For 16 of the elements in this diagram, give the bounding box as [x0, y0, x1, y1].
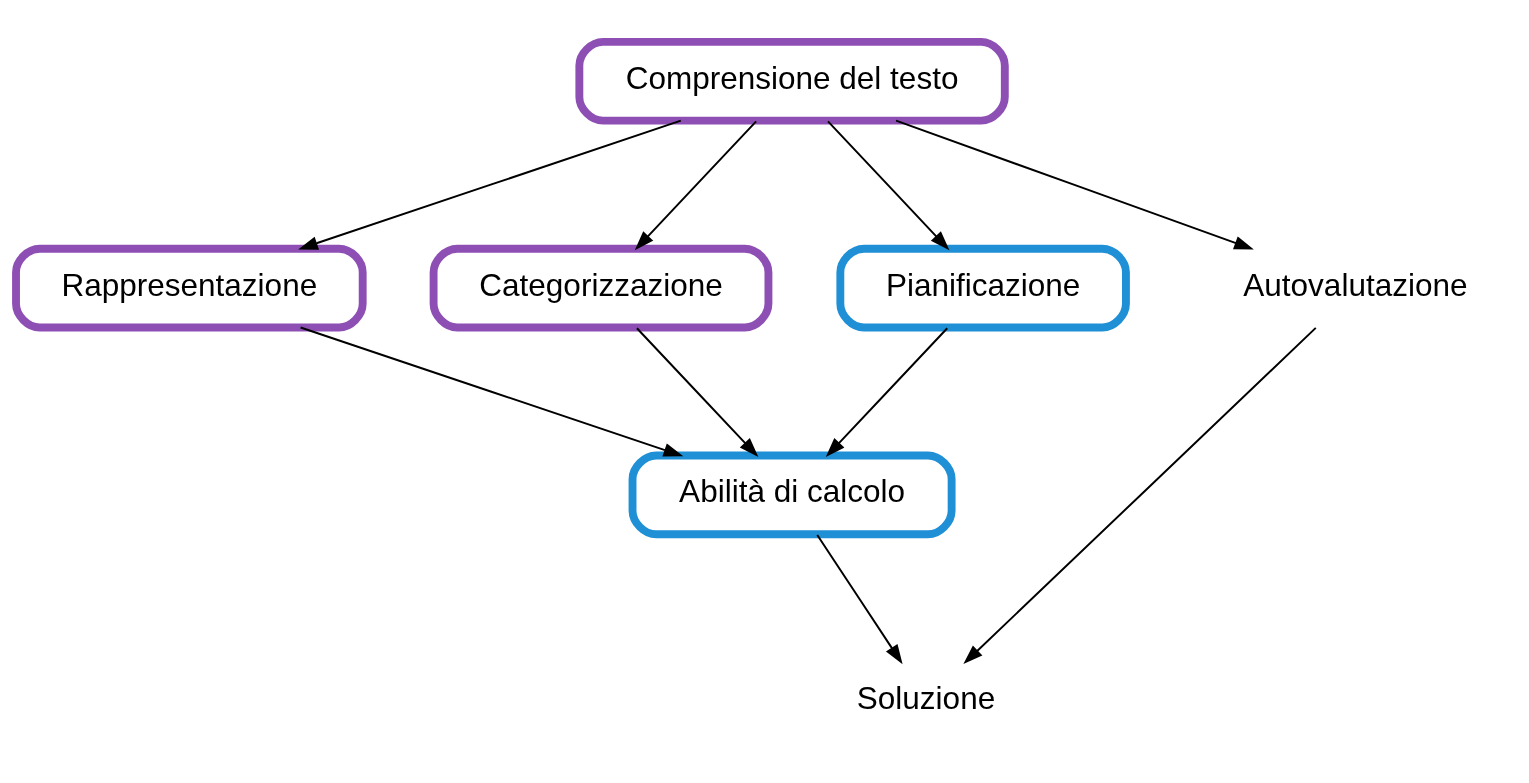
arrow — [827, 120, 950, 251]
node-box: Categorizzazione — [429, 244, 773, 332]
node-box: Comprensione del testo — [575, 37, 1009, 125]
node-box: Rappresentazione — [12, 244, 367, 332]
arrow — [634, 120, 758, 251]
node-text: Autovalutazione — [1243, 266, 1468, 303]
arrow — [635, 327, 759, 458]
arrow — [963, 326, 1317, 665]
arrow — [895, 119, 1254, 250]
arrow — [825, 327, 949, 458]
node-box: Abilità di calcolo — [628, 451, 956, 539]
node-box: Pianificazione — [836, 244, 1130, 332]
arrow — [299, 326, 684, 457]
arrow — [298, 119, 682, 250]
arrow — [816, 534, 903, 665]
node-text: Soluzione — [856, 680, 996, 717]
